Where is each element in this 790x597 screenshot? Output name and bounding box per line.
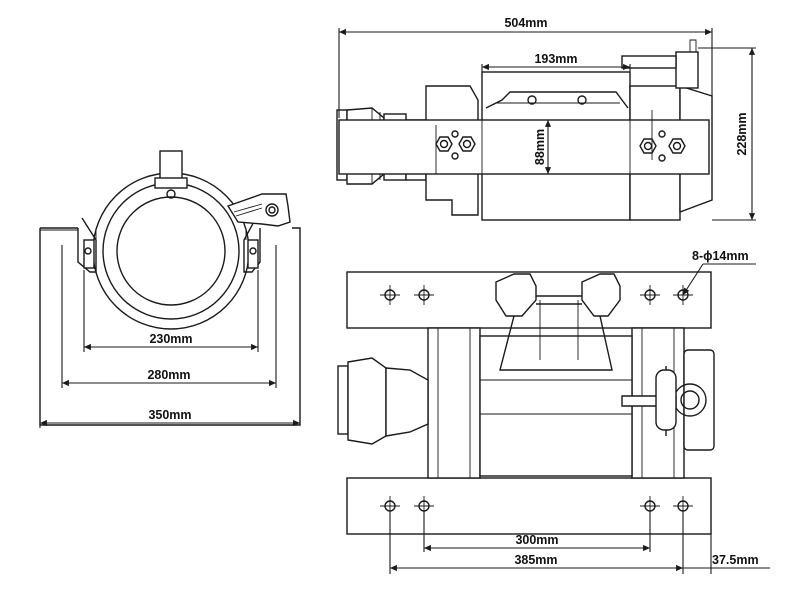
end-view — [39, 150, 301, 426]
bolt-hole — [640, 285, 660, 305]
top-view-dimensions: 8-ϕ14mm 300mm 385mm 37.5mm — [389, 249, 770, 574]
side-view — [336, 39, 713, 221]
bolt-hole — [380, 285, 400, 305]
dim-280: 280mm — [147, 368, 190, 382]
end-view-dimensions: 230mm 280mm 350mm — [39, 245, 300, 428]
hex-bolt-group-left — [435, 125, 476, 174]
dim-300: 300mm — [515, 533, 558, 547]
hex-bolt-group-right — [639, 110, 686, 162]
dim-350: 350mm — [148, 408, 191, 422]
dim-193: 193mm — [534, 52, 577, 66]
dim-230: 230mm — [149, 332, 192, 346]
dim-37-5: 37.5mm — [712, 553, 759, 567]
top-view — [337, 271, 715, 535]
dim-385: 385mm — [514, 553, 557, 567]
dim-504: 504mm — [504, 16, 547, 30]
bolt-hole — [414, 285, 434, 305]
side-view-dimensions: 504mm 193mm 88mm 228mm — [338, 16, 756, 221]
hole-spec: 8-ϕ14mm — [692, 249, 749, 263]
dim-228: 228mm — [735, 112, 749, 155]
dim-88: 88mm — [533, 129, 547, 165]
